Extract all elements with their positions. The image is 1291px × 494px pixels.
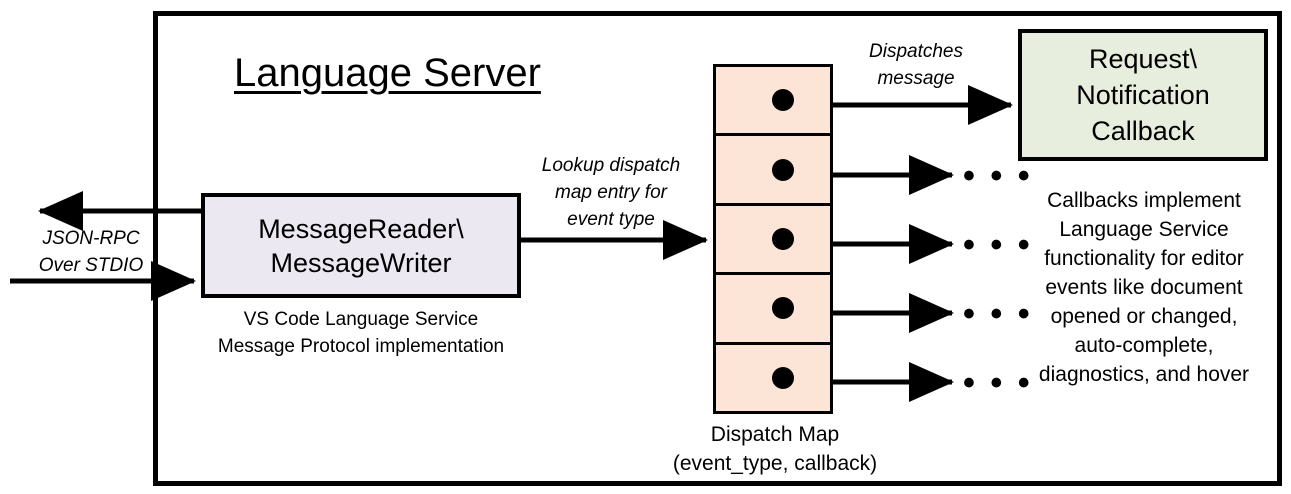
message-reader-writer-box[interactable]: MessageReader\ MessageWriter [201, 193, 521, 298]
dispatch-map-caption-line2: (event_type, callback) [672, 452, 878, 475]
dispatch-map-cell-2[interactable] [713, 133, 833, 206]
callback-caption-line4: events like document [1045, 276, 1243, 299]
callback-caption: Callbacks implement Language Service fun… [1008, 186, 1280, 389]
callback-caption-line5: opened or changed, [1050, 305, 1238, 328]
transport-label: JSON-RPC Over STDIO [16, 225, 166, 279]
dispatch-entry-dot-icon [772, 158, 794, 181]
transport-label-line2: Over STDIO [38, 255, 144, 276]
dispatches-message-line1: Dispatches [869, 41, 963, 62]
message-io-caption-line1: VS Code Language Service [243, 309, 479, 330]
ellipsis-marker-2: • • • [963, 157, 1033, 195]
callback-line2: Notification [1076, 80, 1210, 110]
page-title: Language Server [234, 48, 654, 98]
dispatch-map-cell-3[interactable] [713, 202, 833, 276]
server-title-text: Language Server [234, 51, 541, 95]
message-io-line1: MessageReader\ [258, 213, 464, 244]
dispatch-entry-dot-icon [772, 89, 794, 112]
dispatch-map-table[interactable] [713, 64, 833, 415]
message-io-caption-line2: Message Protocol implementation [217, 336, 505, 357]
lookup-label-line1: Lookup dispatch [541, 155, 681, 176]
dispatch-entry-dot-icon [772, 366, 794, 389]
dispatch-entry-dot-icon [772, 228, 794, 251]
dispatches-message-line2: message [877, 68, 955, 89]
callback-caption-line2: Language Service [1059, 218, 1229, 241]
dispatch-map-cell-5[interactable] [713, 341, 833, 415]
dispatch-map-cell-4[interactable] [713, 272, 833, 345]
dispatch-map-caption: Dispatch Map (event_type, callback) [650, 420, 900, 478]
message-reader-writer-caption: VS Code Language Service Message Protoco… [181, 306, 541, 360]
request-notification-callback-box[interactable]: Request\ Notification Callback [1018, 29, 1268, 161]
lookup-dispatch-label: Lookup dispatch map entry for event type [516, 152, 706, 233]
lookup-label-line2: map entry for [555, 182, 667, 203]
lookup-label-line3: event type [567, 209, 655, 230]
callback-caption-line1: Callbacks implement [1047, 189, 1241, 212]
message-io-line2: MessageWriter [270, 247, 452, 278]
language-server-boundary [153, 11, 1282, 486]
dispatch-map-cell-1[interactable] [713, 64, 833, 137]
dispatch-map-caption-line1: Dispatch Map [710, 423, 840, 446]
callback-caption-line3: functionality for editor [1044, 247, 1244, 270]
callback-caption-line7: diagnostics, and hover [1038, 363, 1250, 386]
dispatch-entry-dot-icon [772, 297, 794, 320]
transport-label-line1: JSON-RPC [42, 228, 140, 249]
dispatches-message-label: Dispatches message [836, 38, 996, 92]
callback-line3: Callback [1091, 116, 1195, 146]
callback-line1: Request\ [1088, 44, 1198, 74]
callback-caption-line6: auto-complete, [1074, 334, 1214, 357]
